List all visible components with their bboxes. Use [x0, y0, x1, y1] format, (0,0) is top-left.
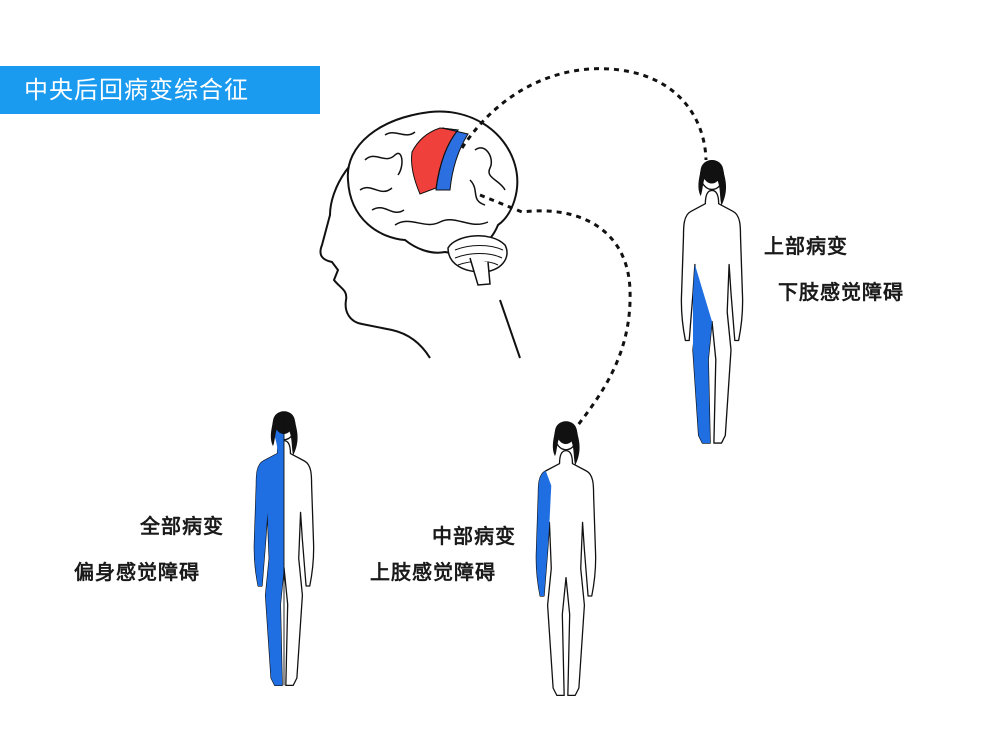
- middle-lesion-label: 中部病变: [432, 524, 516, 548]
- brain-sulci: [359, 131, 506, 226]
- sensory-deficit-leg: [693, 264, 712, 444]
- figure-full-lesion: [253, 411, 315, 687]
- connectors: [460, 67, 708, 426]
- connector-upper: [460, 67, 708, 161]
- sensory-deficit-hemibody: [254, 412, 284, 686]
- page-title: 中央后回病变综合征: [24, 76, 249, 104]
- head-profile: [319, 134, 521, 359]
- upper-lesion-label: 上部病变: [764, 234, 848, 258]
- figure-middle-lesion: [535, 421, 597, 697]
- full-lesion-label: 全部病变: [140, 514, 224, 538]
- middle-lesion-deficit-label: 上肢感觉障碍: [370, 560, 496, 584]
- head-brain-illustration: [319, 110, 521, 359]
- brainstem: [469, 257, 491, 286]
- connector-middle: [479, 193, 632, 426]
- sensory-deficit-arm: [536, 470, 552, 596]
- upper-lesion-deficit-label: 下肢感觉障碍: [778, 280, 904, 304]
- full-lesion-deficit-label: 偏身感觉障碍: [74, 560, 200, 584]
- title-banner: 中央后回病变综合征: [0, 66, 320, 114]
- figure-upper-lesion: [680, 160, 744, 444]
